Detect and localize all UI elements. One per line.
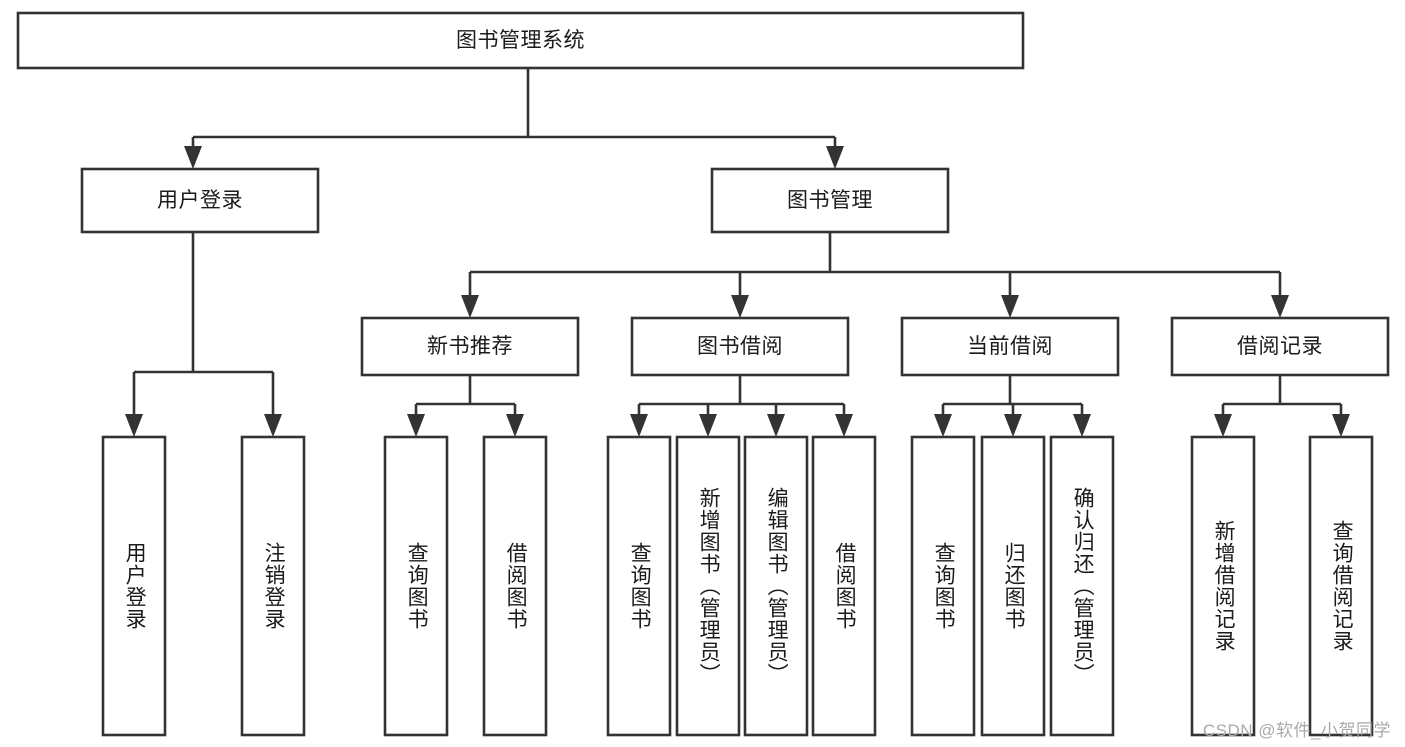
- node-box-current-borrow[interactable]: [900, 316, 1120, 377]
- node-box-leaf-add-record[interactable]: [1190, 435, 1256, 737]
- node-box-leaf-query-book-br[interactable]: [606, 435, 672, 737]
- node-box-borrow-record[interactable]: [1170, 316, 1390, 377]
- node-box-leaf-query-book-rec[interactable]: [383, 435, 449, 737]
- watermark-text: CSDN @软件_小贺同学: [1202, 721, 1391, 740]
- node-box-leaf-user-logout[interactable]: [240, 435, 306, 737]
- node-box-root[interactable]: [16, 11, 1025, 70]
- node-box-leaf-confirm-return[interactable]: [1049, 435, 1115, 737]
- node-box-new-book-rec[interactable]: [360, 316, 580, 377]
- connector-book-manage-to-level3: [461, 232, 1289, 318]
- node-box-leaf-borrow-book-rec[interactable]: [482, 435, 548, 737]
- node-box-book-borrow[interactable]: [630, 316, 850, 377]
- connector-root-to-level2: [184, 68, 844, 169]
- node-box-leaf-query-book-cb[interactable]: [910, 435, 976, 737]
- node-box-book-manage[interactable]: [710, 167, 950, 234]
- connector-current-borrow-to-leaves: [934, 375, 1091, 437]
- connector-user-login-to-leaves: [125, 232, 282, 437]
- node-box-leaf-user-login[interactable]: [101, 435, 167, 737]
- node-box-leaf-edit-book[interactable]: [743, 435, 809, 737]
- node-box-leaf-borrow-book-br[interactable]: [811, 435, 877, 737]
- node-box-leaf-return-book[interactable]: [980, 435, 1046, 737]
- node-box-leaf-query-record[interactable]: [1308, 435, 1374, 737]
- connector-book-borrow-to-leaves: [630, 375, 853, 437]
- connector-new-book-rec-to-leaves: [407, 375, 524, 437]
- node-box-user-login[interactable]: [80, 167, 320, 234]
- node-box-leaf-add-book[interactable]: [675, 435, 741, 737]
- connector-borrow-record-to-leaves: [1214, 375, 1350, 437]
